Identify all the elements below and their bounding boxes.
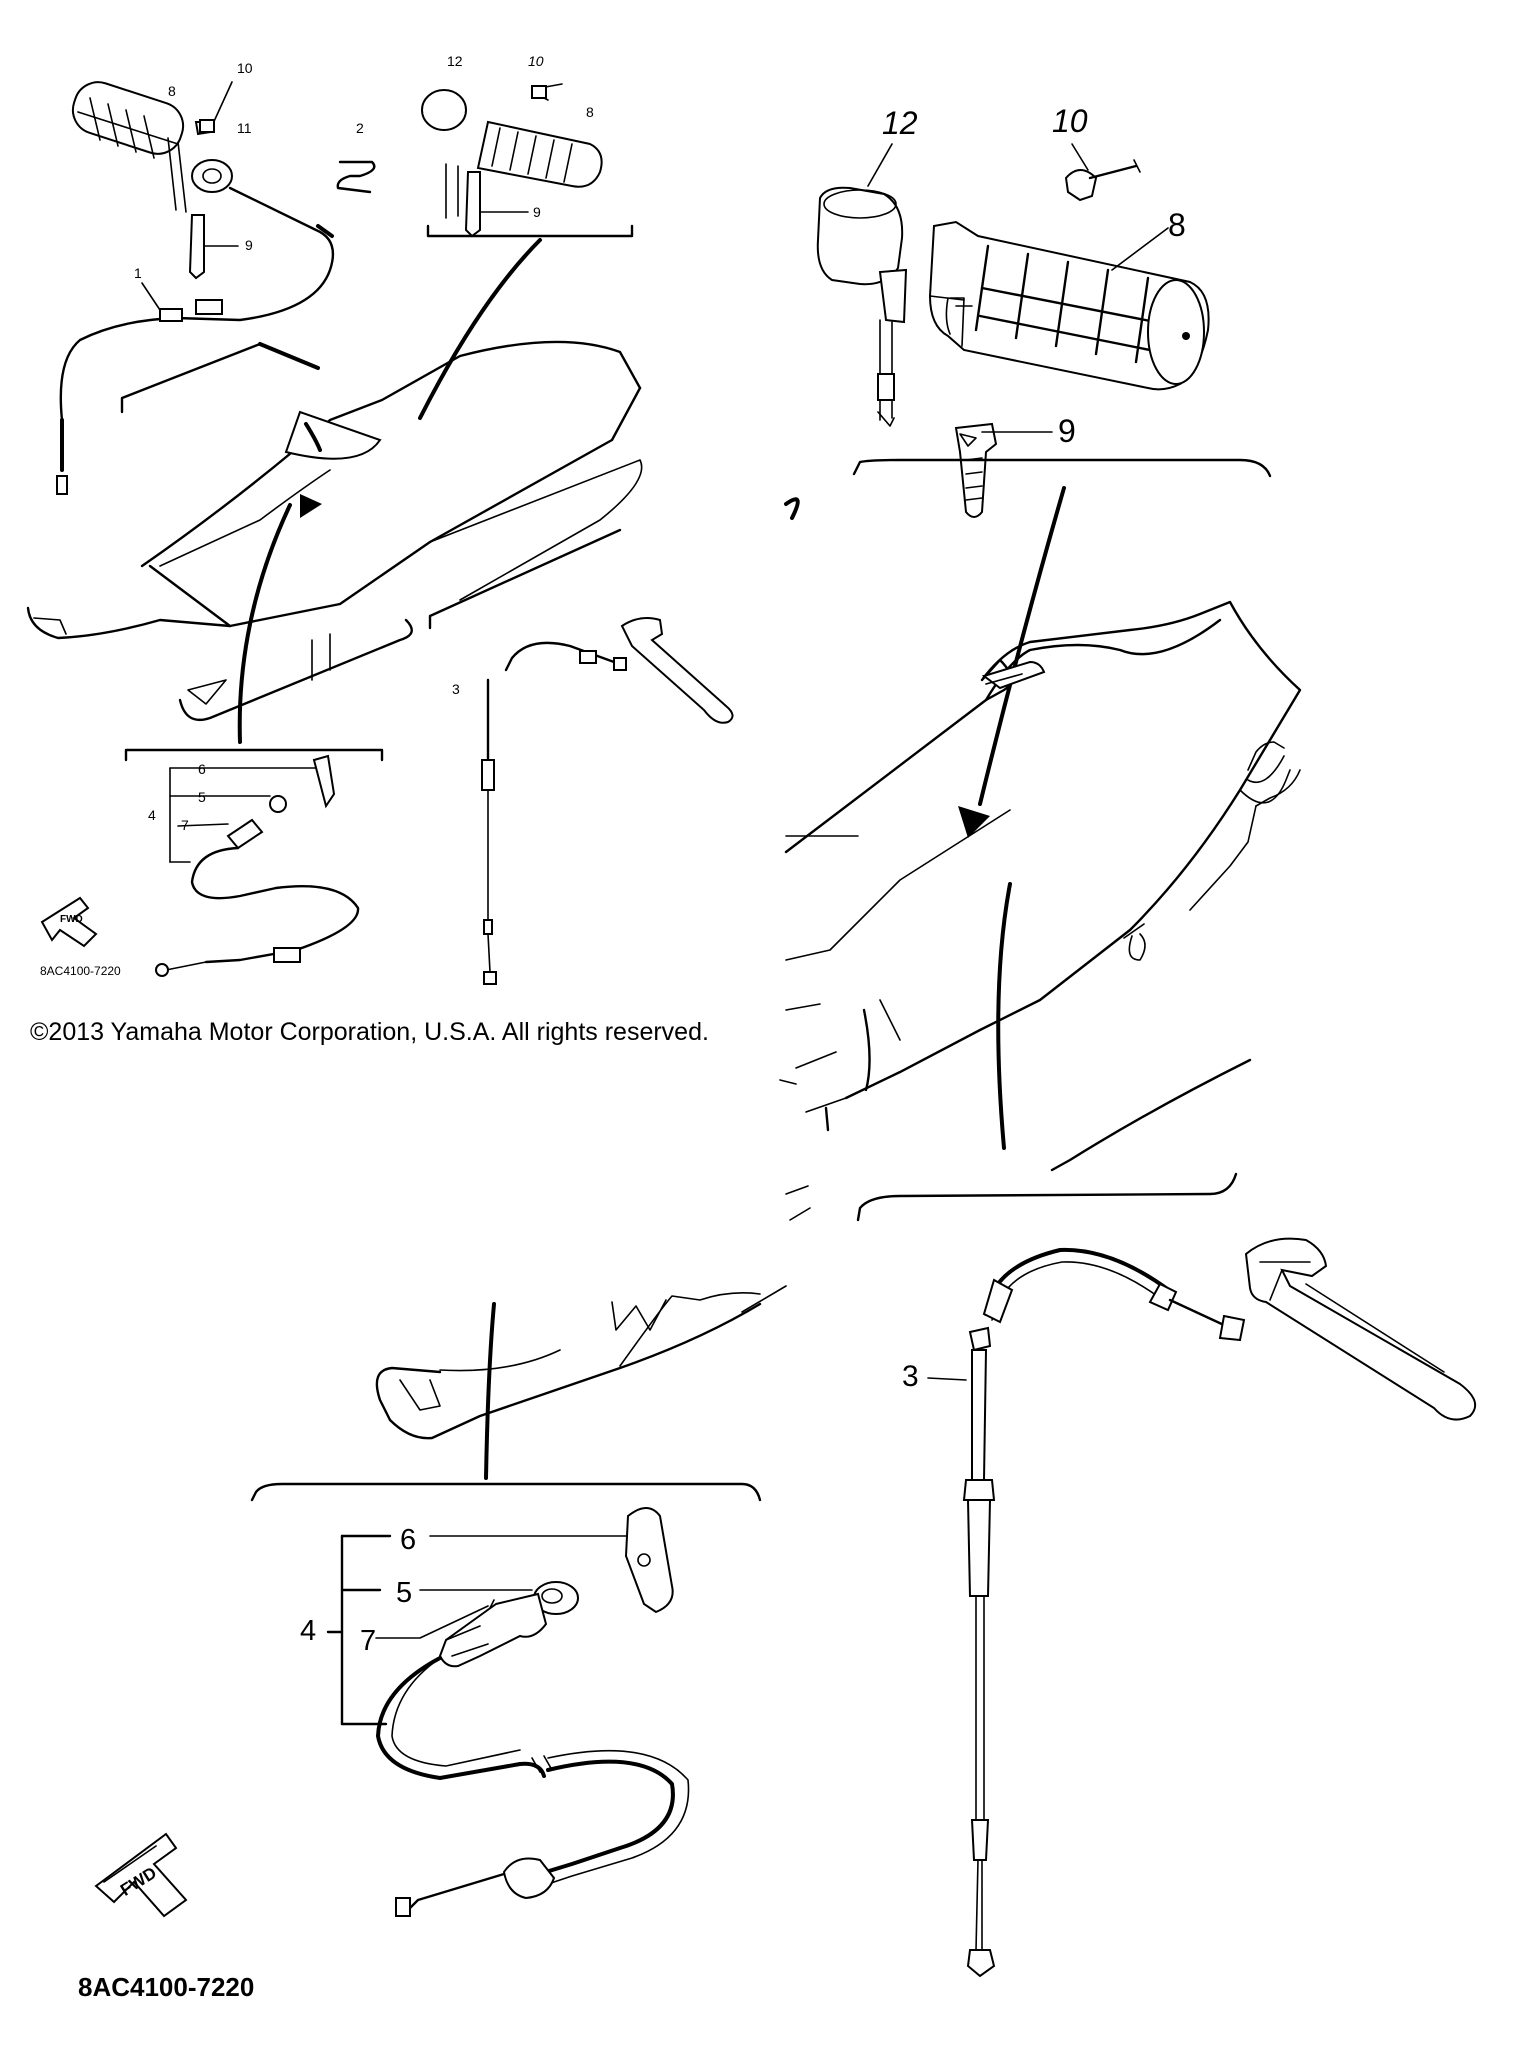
overview-callout-8b: 8 xyxy=(586,104,594,120)
sled-detail xyxy=(779,497,1302,1222)
detail-callout-8: 8 xyxy=(1168,207,1186,243)
overview-callout-7: 7 xyxy=(181,817,189,833)
overview-diagram-code: 8AC4100-7220 xyxy=(40,964,121,978)
overview-callout-10a: 10 xyxy=(237,60,253,76)
detail-callout-4: 4 xyxy=(300,1615,316,1647)
fwd-arrow-large: FWD xyxy=(94,1832,188,1918)
overview-diagram: FWD 10 8 11 2 9 1 12 10 8 9 3 xyxy=(26,53,734,985)
left-grip-illustration xyxy=(71,81,335,322)
detail-diagram-code: 8AC4100-7220 xyxy=(78,1972,254,2002)
detail-callout-3: 3 xyxy=(902,1360,919,1393)
brake-detail: 3 xyxy=(902,1237,1477,1978)
overview-callout-10b: 10 xyxy=(528,53,544,69)
overview-callout-9a: 9 xyxy=(245,237,253,253)
overview-callout-8a: 8 xyxy=(168,83,176,99)
copyright-notice: ©2013 Yamaha Motor Corporation, U.S.A. A… xyxy=(30,1018,709,1046)
detail-callout-6: 6 xyxy=(400,1524,416,1556)
detail-callout-7: 7 xyxy=(360,1625,376,1657)
overview-callout-1: 1 xyxy=(134,265,142,281)
choke-detail: 6 5 4 7 xyxy=(250,1285,787,1917)
snowmobile-body-small xyxy=(26,340,643,722)
clip-illustration xyxy=(336,160,376,194)
overview-callout-9b: 9 xyxy=(533,204,541,220)
grip-detail: 12 10 8 9 xyxy=(816,103,1272,838)
detail-callout-10: 10 xyxy=(1052,103,1088,139)
fwd-label-small: FWD xyxy=(60,914,83,925)
choke-cable-illustration xyxy=(155,754,360,977)
right-grip-small xyxy=(476,120,603,188)
fwd-arrow-small: FWD xyxy=(40,896,98,948)
brake-lever-small xyxy=(620,617,734,724)
overview-callout-11: 11 xyxy=(237,120,252,136)
overview-callout-2: 2 xyxy=(356,120,364,136)
overview-callout-3: 3 xyxy=(452,681,460,697)
brake-cable-illustration-small xyxy=(481,641,627,985)
overview-callout-4: 4 xyxy=(148,807,156,823)
detail-callout-9: 9 xyxy=(1058,413,1076,449)
overview-callout-5: 5 xyxy=(198,789,206,805)
detail-callout-5: 5 xyxy=(396,1577,412,1609)
throttle-cable-illustration xyxy=(56,299,223,495)
detail-callout-12: 12 xyxy=(882,105,918,141)
overview-callout-12: 12 xyxy=(447,53,463,69)
overview-callout-6: 6 xyxy=(198,761,206,777)
